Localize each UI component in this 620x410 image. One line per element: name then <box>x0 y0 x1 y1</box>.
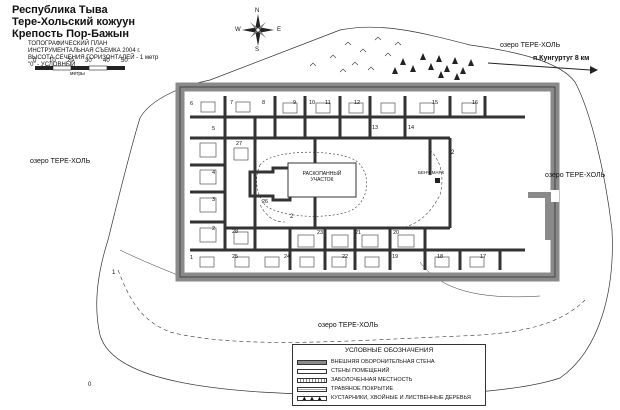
outer-wall <box>175 82 560 282</box>
scale-tick-30: 30 <box>85 58 92 64</box>
contour-label-1: 1 <box>112 270 116 276</box>
compass-s: S <box>255 47 260 53</box>
bench-mark-label: БЕНЧ-МАРК <box>418 170 445 175</box>
contour-label-2a: 2 <box>451 150 455 156</box>
inner-contour <box>399 149 443 229</box>
room-number: 28 <box>232 229 239 235</box>
legend-swatch-room-walls <box>297 368 327 374</box>
road-arrow <box>487 62 598 74</box>
vegetation <box>392 53 474 80</box>
room-number: 9 <box>293 100 297 106</box>
scale-tick-0: 0 <box>33 58 37 64</box>
legend-item-trees: ▲ ▲ ▲ КУСТАРНИКИ, ХВОЙНЫЕ И ЛИСТВЕННЫЕ Д… <box>297 394 471 402</box>
room-number: 4 <box>212 170 216 176</box>
compass-w: W <box>235 27 241 33</box>
scale-tick-10: 10 <box>49 58 56 64</box>
legend-label: ЗАБОЛОЧЕННАЯ МЕСТНОСТЬ <box>331 377 413 383</box>
title-fortress: Крепость Пор-Бажын <box>12 28 129 40</box>
excavated-area <box>248 151 367 217</box>
inner-contour-2 <box>259 204 286 223</box>
lake-label-e: озеро ТЕРЕ-ХОЛЬ <box>545 172 606 179</box>
room-number: 18 <box>437 254 444 260</box>
room-number: 20 <box>393 230 400 236</box>
room-number: 21 <box>355 230 362 236</box>
contour-label-2b: 2 <box>290 214 294 220</box>
legend-swatch-swamp <box>297 377 327 383</box>
lake-label-ne: озеро ТЕРЕ-ХОЛЬ <box>500 42 561 49</box>
room-walls <box>190 96 525 270</box>
legend-label: СТЕНЫ ПОМЕЩЕНИЙ <box>331 368 390 374</box>
scale-tick-20: 20 <box>67 58 74 64</box>
legend-item-swamp: ЗАБОЛОЧЕННАЯ МЕСТНОСТЬ <box>297 376 412 384</box>
room-number: 15 <box>432 100 439 106</box>
compass-n: N <box>255 8 260 14</box>
contour-label-0: 0 <box>88 382 92 388</box>
room-number: 14 <box>408 125 415 131</box>
contour-lines <box>96 26 613 396</box>
room-number: 26 <box>262 199 269 205</box>
compass-e: E <box>277 27 282 33</box>
room-number: 6 <box>190 101 194 107</box>
room-number: 19 <box>392 254 399 260</box>
room-number: 5 <box>212 126 216 132</box>
legend-item-grass: ТРАВЯНОЕ ПОКРЫТИЕ <box>297 385 393 393</box>
subtitle-contour: ВЫСОТА СЕЧЕНИЯ ГОРИЗОНТАЛЕЙ - 1 метр <box>28 55 159 61</box>
scale-bar <box>35 65 125 71</box>
map-legend: УСЛОВНЫЕ ОБОЗНАЧЕНИЯ ВНЕШНЯЯ ОБОРОНИТЕЛЬ… <box>292 344 486 406</box>
road-label: п.Кунгуртуг 8 км <box>533 55 590 62</box>
legend-label: ВНЕШНЯЯ ОБОРОНИТЕЛЬНАЯ СТЕНА <box>331 359 435 365</box>
room-number: 13 <box>372 125 379 131</box>
room-number: 2 <box>212 226 216 232</box>
bench-mark-icon <box>435 178 440 183</box>
room-number: 24 <box>284 254 291 260</box>
room-number: 7 <box>230 100 234 106</box>
scale-tick-40: 40 <box>103 58 110 64</box>
lake-label-w: озеро ТЕРЕ-ХОЛЬ <box>30 158 91 165</box>
legend-item-room-walls: СТЕНЫ ПОМЕЩЕНИЙ <box>297 367 389 375</box>
subtitle-plan: ТОПОГРАФИЧЕСКИЙ ПЛАН <box>28 41 108 47</box>
legend-swatch-grass <box>297 386 327 392</box>
legend-label: ТРАВЯНОЕ ПОКРЫТИЕ <box>331 386 394 392</box>
room-number: 8 <box>262 100 266 106</box>
room-number: 17 <box>480 254 487 260</box>
room-number: 10 <box>309 100 316 106</box>
compass-icon <box>242 14 274 46</box>
room-number: 3 <box>212 197 216 203</box>
room-number: 22 <box>342 254 349 260</box>
legend-item-outer-wall: ВНЕШНЯЯ ОБОРОНИТЕЛЬНАЯ СТЕНА <box>297 358 435 366</box>
subtitle-survey: ИНСТРУМЕНТАЛЬНАЯ СЪЕМКА 2004 г. <box>28 48 141 54</box>
shrubs <box>309 36 402 73</box>
room-number: 27 <box>236 141 243 147</box>
scale-unit: метры <box>70 71 85 77</box>
room-number: 25 <box>232 254 239 260</box>
room-number: 23 <box>317 230 324 236</box>
scale-tick-50: 50 <box>121 58 128 64</box>
room-number: 12 <box>354 100 361 106</box>
title-district: Тере-Хольский кожуун <box>12 16 135 28</box>
room-interiors <box>199 101 485 268</box>
room-number: 1 <box>190 255 194 261</box>
legend-title: УСЛОВНЫЕ ОБОЗНАЧЕНИЯ <box>344 347 434 354</box>
legend-swatch-outer-wall <box>297 359 327 365</box>
room-number: 11 <box>325 100 331 106</box>
lake-label-s: озеро ТЕРЕ-ХОЛЬ <box>318 322 379 329</box>
legend-label: КУСТАРНИКИ, ХВОЙНЫЕ И ЛИСТВЕННЫЕ ДЕРЕВЬЯ <box>331 395 471 401</box>
excavated-label: РАСКОПАННЫЙ УЧАСТОК <box>302 171 342 183</box>
title-republic: Республика Тыва <box>12 4 108 16</box>
room-number: 16 <box>472 100 479 106</box>
subtitle-zero: "0" - УСЛОВНЫЙ <box>28 62 76 68</box>
tree-icon: ▲ ▲ ▲ <box>297 395 327 402</box>
